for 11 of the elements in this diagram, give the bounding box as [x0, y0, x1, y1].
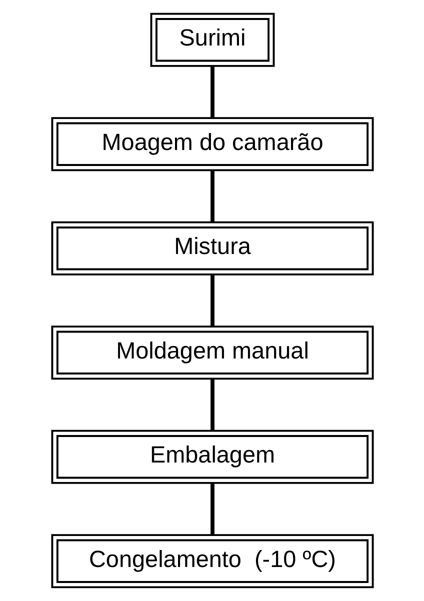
connector [210, 379, 214, 431]
connector [210, 483, 214, 535]
node-box: Moagem do camarão [50, 117, 374, 172]
node-box: Mistura [50, 221, 374, 276]
node-box: Embalagem [50, 430, 374, 484]
node-box: Surimi [150, 12, 274, 67]
connector [210, 66, 214, 118]
node-box: Moldagem manual [50, 326, 374, 380]
node-box: Congelamento (-10 ºC) [50, 534, 374, 588]
connector [210, 274, 214, 326]
connector [210, 170, 214, 222]
